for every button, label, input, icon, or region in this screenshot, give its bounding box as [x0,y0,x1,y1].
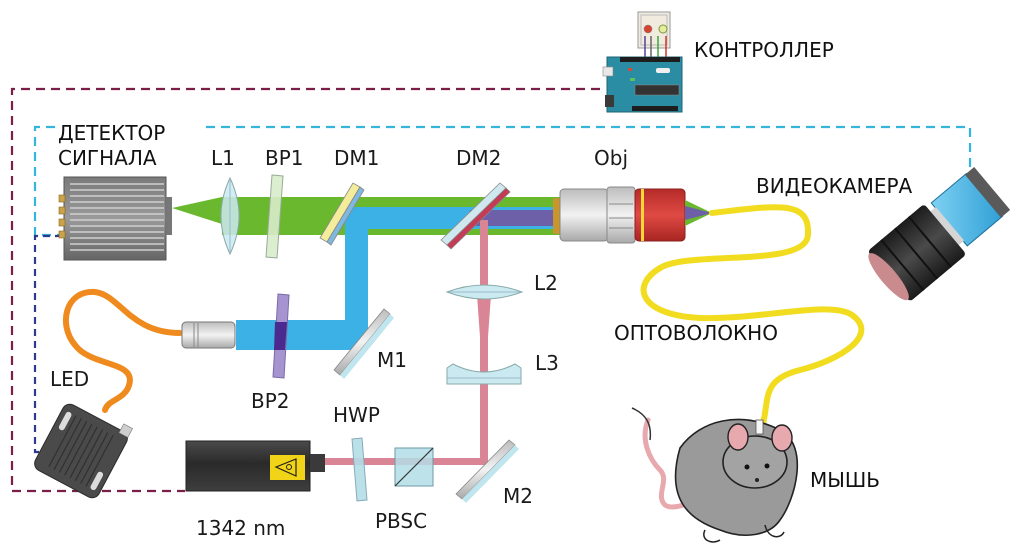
mirror-m1 [333,308,394,379]
label-laser-wavelength: 1342 nm [196,516,285,540]
label-hwp: HWP [333,403,380,427]
label-l1: L1 [211,146,235,170]
mirror-m2 [455,439,519,503]
dichroic-mirror-dm1 [319,182,365,246]
label-bp1: BP1 [265,146,304,170]
led-collimator [181,321,236,349]
dichroic-mirror-dm2 [440,182,511,250]
label-m2: M2 [503,484,533,508]
laser-warning-icon [274,458,297,477]
label-dm1: DM1 [334,146,379,170]
label-dm2: DM2 [456,146,501,170]
label-optical-fiber: ОПТОВОЛОКНО [614,321,778,345]
label-obj: Obj [594,146,628,170]
label-controller: КОНТРОЛЛЕР [694,38,834,62]
lens-l3 [446,363,522,385]
label-m1: M1 [377,348,407,372]
objective-lens [553,186,712,244]
signal-detector [58,176,172,261]
label-videocamera: ВИДЕОКАМЕРА [756,174,913,198]
lens-l1 [220,176,240,256]
bandpass-filter-bp1 [265,174,284,259]
label-l2: L2 [534,271,558,295]
label-detector-line2: СИГНАЛА [58,146,157,170]
combined-beam [470,210,562,226]
laser-1342nm [185,440,325,492]
polarizing-beam-splitter-cube [394,447,434,487]
label-pbsc: PBSC [375,509,427,533]
optical-fiber [640,204,865,431]
controller-board [602,11,683,113]
label-l3: L3 [535,351,559,375]
label-bp2: BP2 [251,389,290,413]
mouse [631,407,799,543]
led-source [34,288,183,499]
videocamera [868,166,1011,301]
label-mouse: МЫШЬ [810,468,880,492]
label-led: LED [50,367,89,391]
half-wave-plate [351,437,368,502]
controller-signal-line [10,87,600,493]
lens-l2 [445,284,524,300]
bandpass-filter-bp2 [272,293,290,379]
label-detector-line1: ДЕТЕКТОР [58,121,165,145]
